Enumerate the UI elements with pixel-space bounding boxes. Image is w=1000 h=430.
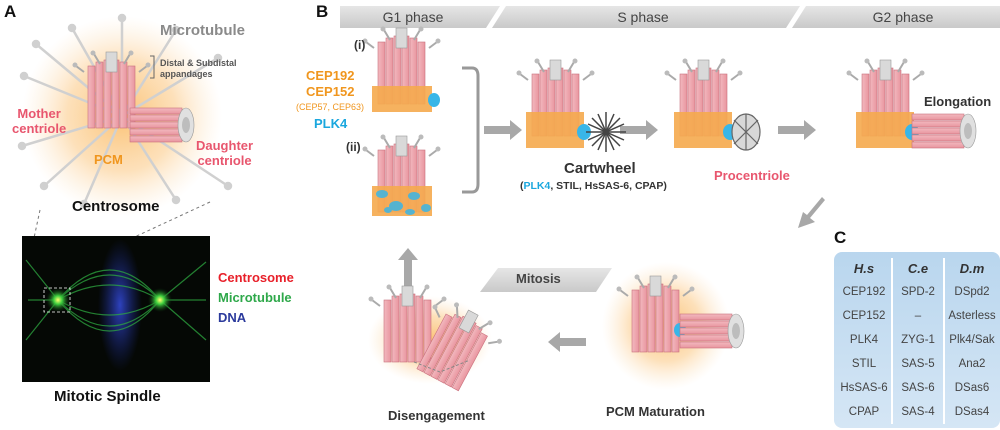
centrosome-title: Centrosome <box>72 198 160 215</box>
appendages-line-1: Distal & Subdistal <box>160 58 237 68</box>
disengagement-centrioles <box>367 283 510 400</box>
table-cell: Ana2 <box>958 358 986 370</box>
panel-b-graphics <box>340 6 1000 428</box>
g2-phase-bar <box>792 6 1000 28</box>
table-header-row: H.s C.e D.m <box>836 256 1000 280</box>
table-cell: STIL <box>851 358 877 370</box>
mother-line-2: centriole <box>12 121 67 136</box>
cartwheel-proteins: (PLK4, STIL, HsSAS-6, CPAP) <box>520 180 667 192</box>
table-cell: HsSAS-6 <box>840 382 888 394</box>
ortholog-table: H.s C.e D.m CEP192 SPD-2 DSpd2 CEP152 – … <box>836 256 1000 424</box>
mitotic-spindle-caption: Mitotic Spindle <box>54 388 161 405</box>
table-cell: CPAP <box>848 406 880 418</box>
table-cell: DSpd2 <box>954 286 990 298</box>
mitotic-spindle-micrograph <box>22 236 210 382</box>
disengagement-label: Disengagement <box>388 408 485 423</box>
phase-g2: G2 phase <box>872 9 934 25</box>
table-cell: PLK4 <box>849 334 879 346</box>
mother-centriole-label: Mother centriole <box>12 106 66 136</box>
table-row: CPAP SAS-4 DSas4 <box>836 400 1000 424</box>
protein-plk4: PLK4 <box>314 116 348 131</box>
pcm-maturation-centrosome <box>602 262 745 390</box>
legend-dna: DNA <box>218 310 247 325</box>
phase-s: S phase <box>617 9 669 25</box>
cartwheel-rest: , STIL, HsSAS-6, CPAP) <box>550 180 667 192</box>
table-cell: ZYG-1 <box>901 334 935 346</box>
daughter-line-2: centriole <box>197 153 252 168</box>
mitosis-bar <box>480 268 612 292</box>
g1-centriole-ii <box>361 133 442 216</box>
procentriole-label: Procentriole <box>714 168 790 183</box>
table-cell: – <box>914 310 922 322</box>
header-ce: C.e <box>907 260 929 276</box>
header-hs: H.s <box>853 260 875 276</box>
panel-a-graphics <box>17 13 233 382</box>
pcm-label: PCM <box>94 152 123 167</box>
g2-elongation-centriole <box>845 57 977 149</box>
ortholog-table-bg <box>834 252 1000 428</box>
flow-arrows <box>398 120 825 352</box>
table-cell: SAS-4 <box>901 406 935 418</box>
ortholog-table-wrapper: H.s C.e D.m CEP192 SPD-2 DSpd2 CEP152 – … <box>836 256 1000 424</box>
legend-microtubule: Microtubule <box>218 290 292 305</box>
cartwheel-paren: ( <box>520 180 524 192</box>
table-cell: DSas6 <box>954 382 990 394</box>
s-procentriole <box>663 57 761 151</box>
table-cell: SAS-6 <box>901 382 935 394</box>
g1-centriole-i <box>361 25 442 112</box>
table-row: HsSAS-6 SAS-6 DSas6 <box>836 376 1000 400</box>
table-cell: CEP192 <box>842 286 886 298</box>
protein-cep152: CEP152 <box>306 84 355 99</box>
panel-c-letter: C <box>834 228 847 247</box>
s-centriole-cartwheel <box>515 57 626 152</box>
table-row: CEP152 – Asterless <box>836 304 1000 328</box>
cartwheel-plk4: PLK4 <box>523 180 551 192</box>
protein-list: CEP192 CEP152 <box>306 68 354 100</box>
g1-phase-bar <box>340 6 500 28</box>
microtubule-label: Microtubule <box>160 22 245 39</box>
table-row: CEP192 SPD-2 DSpd2 <box>836 280 1000 304</box>
protein-cep192: CEP192 <box>306 68 355 83</box>
appendages-label: Distal & Subdistal appandages <box>160 58 237 80</box>
label-roman-ii: (ii) <box>346 140 361 154</box>
table-cell: DSas4 <box>954 406 990 418</box>
table-cell: Asterless <box>948 310 996 322</box>
label-roman-i: (i) <box>354 38 366 52</box>
table-cell: CEP152 <box>842 310 886 322</box>
table-row: STIL SAS-5 Ana2 <box>836 352 1000 376</box>
header-dm: D.m <box>959 260 985 276</box>
daughter-centriole-label: Daughter centriole <box>196 138 253 168</box>
table-cell: Plk4/Sak <box>949 334 995 346</box>
pcm-maturation-label: PCM Maturation <box>606 404 705 419</box>
table-row: PLK4 ZYG-1 Plk4/Sak <box>836 328 1000 352</box>
table-cell: SAS-5 <box>901 358 935 370</box>
elongation-label: Elongation <box>924 94 992 109</box>
protein-cep-extra: (CEP57, CEP63) <box>296 102 365 112</box>
mother-line-1: Mother <box>17 106 61 121</box>
mitosis-label: Mitosis <box>516 271 561 286</box>
panel-a-letter: A <box>4 2 17 21</box>
table-cell: SPD-2 <box>901 286 935 298</box>
phase-g1: G1 phase <box>382 9 444 25</box>
legend-centrosome: Centrosome <box>218 270 294 285</box>
panel-b-letter: B <box>316 2 329 21</box>
s-phase-bar <box>492 6 800 28</box>
cartwheel-title: Cartwheel <box>564 160 636 177</box>
appendages-line-2: appandages <box>160 69 213 79</box>
daughter-line-1: Daughter <box>196 138 254 153</box>
